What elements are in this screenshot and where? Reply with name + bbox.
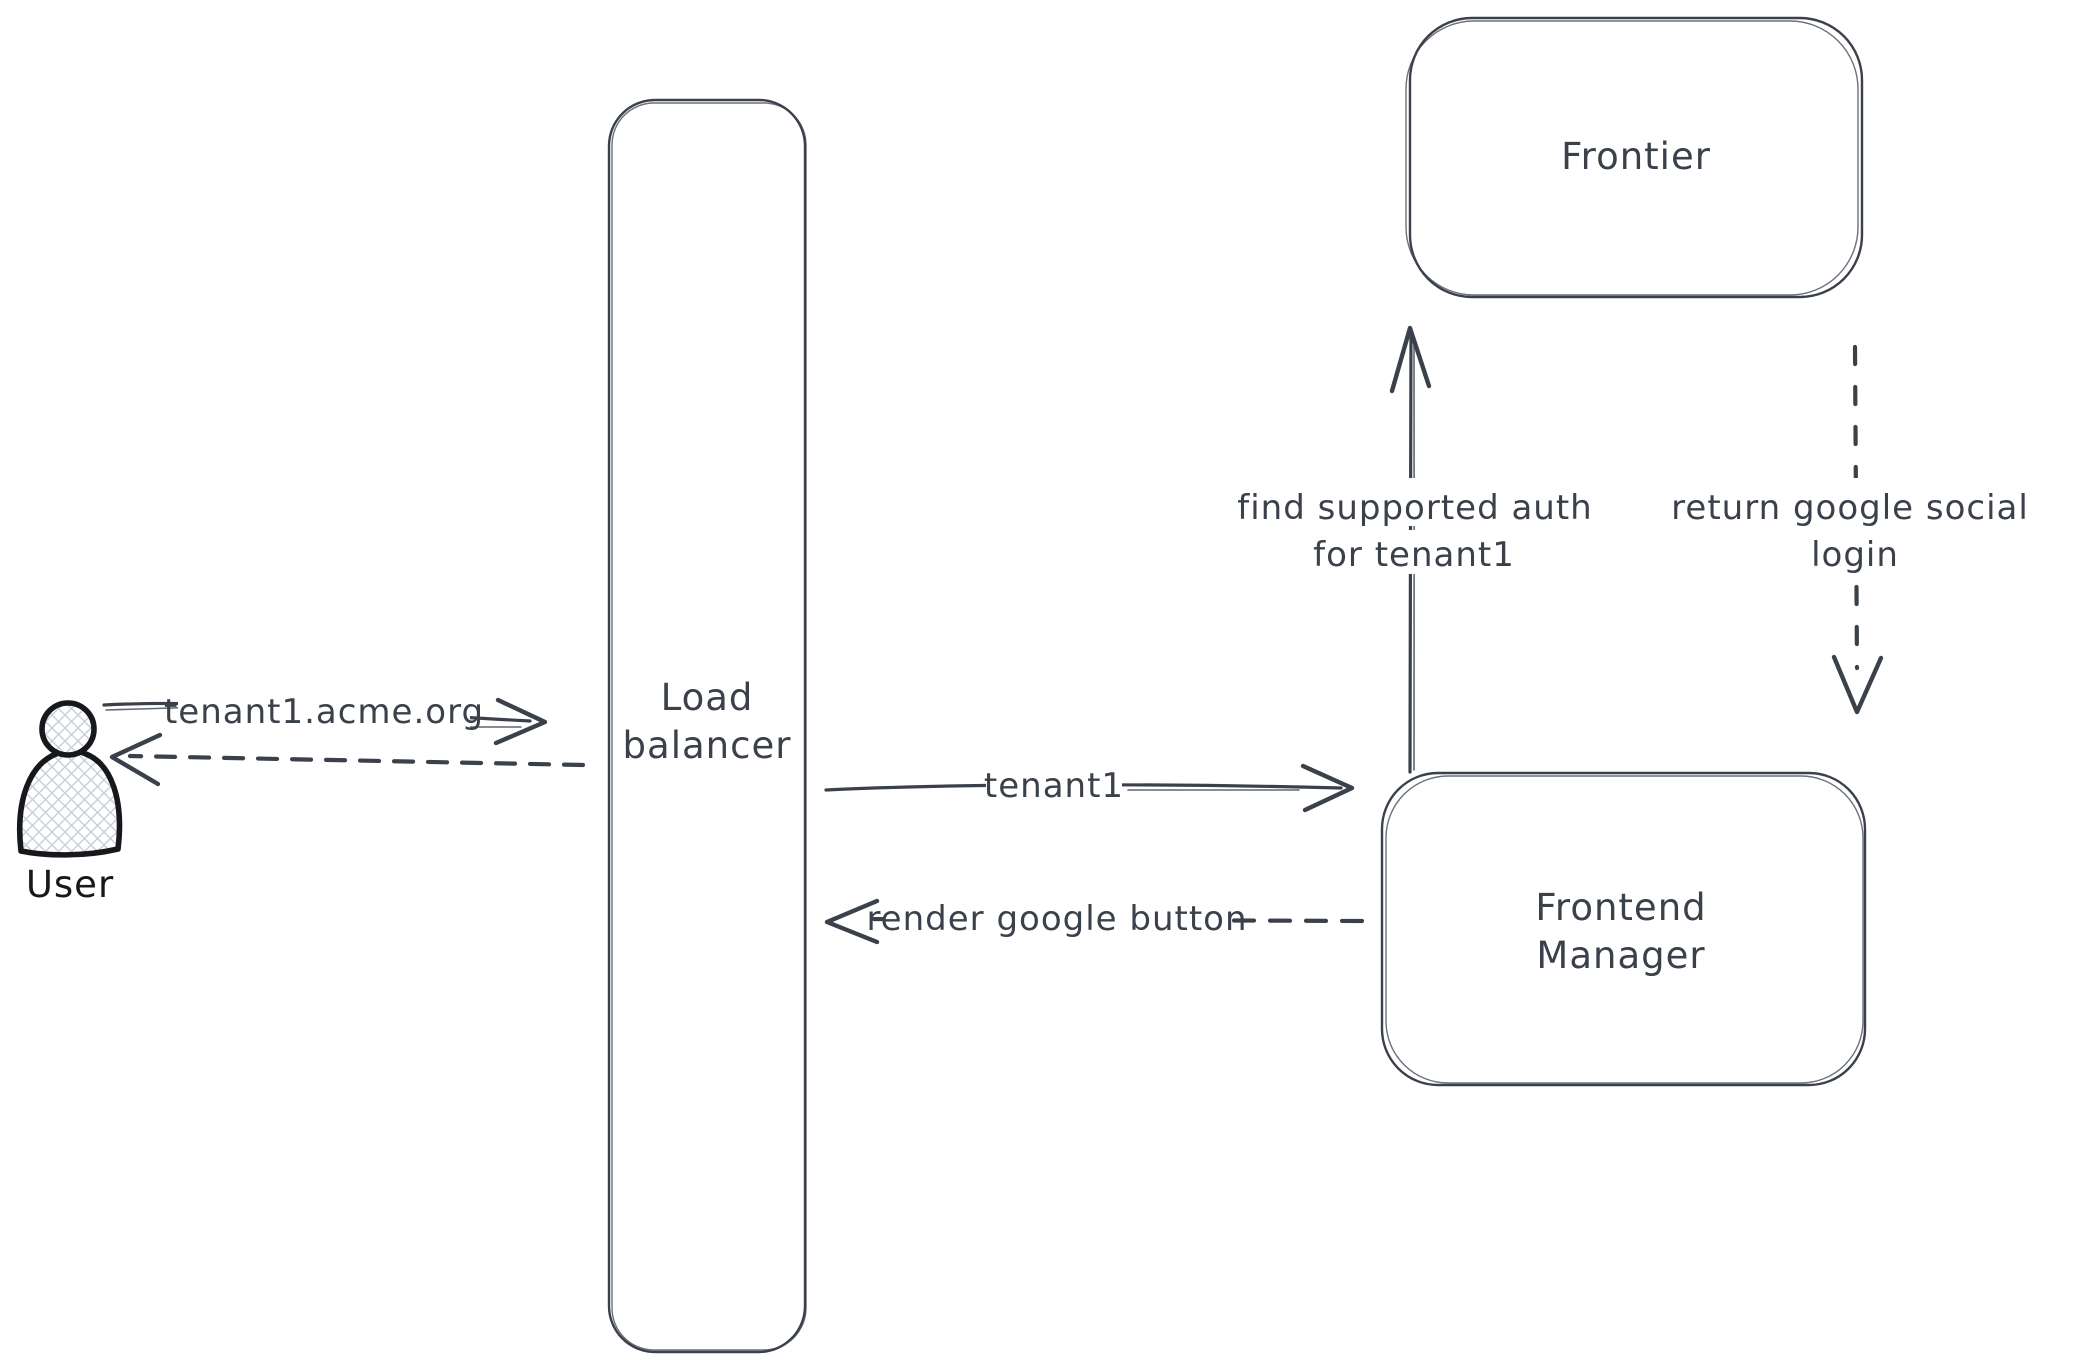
edge-label-bg xyxy=(884,886,1232,934)
user-label: User xyxy=(26,863,114,906)
edge-label-tenant1-acme-org: tenant1.acme.org xyxy=(164,692,484,732)
edge-label-find-supported-auth: find supported auth xyxy=(1237,488,1592,528)
load-balancer-box-overdraw xyxy=(611,102,807,1351)
node-user: User xyxy=(17,700,123,906)
arrowhead-down-icon xyxy=(1831,654,1884,715)
arrowhead-right-icon xyxy=(493,697,548,746)
load-balancer-box xyxy=(607,98,807,1354)
edge-frontend-manager-to-load-balancer: render google button xyxy=(824,886,1365,945)
edge-label-render-google-button: render google button xyxy=(866,899,1247,939)
edge-label-login: login xyxy=(1811,535,1899,575)
user-body xyxy=(17,748,123,858)
edge-label-return-google-social: return google social xyxy=(1671,488,2029,528)
edge-label-bg-line2 xyxy=(1298,530,1530,574)
frontend-manager-box xyxy=(1380,771,1867,1087)
arrowhead-left-icon xyxy=(109,732,163,787)
arrowhead-right-icon xyxy=(1300,763,1355,813)
edge-user-to-load-balancer: tenant1.acme.org xyxy=(102,686,548,746)
edge-label-bg-line2 xyxy=(1766,530,1946,574)
edge-label-for-tenant1: for tenant1 xyxy=(1313,535,1515,575)
edge-label-bg xyxy=(986,762,1122,804)
edge-label-bg-line1 xyxy=(1652,478,2048,526)
edge-load-balancer-to-frontend-manager: tenant1 xyxy=(824,762,1355,813)
edge-load-balancer-to-user xyxy=(109,732,586,787)
frontend-manager-label-line1: Frontend xyxy=(1535,886,1706,929)
arrowhead-up-icon xyxy=(1389,325,1432,394)
load-balancer-label-line2: balancer xyxy=(623,724,792,767)
frontend-manager-label-line2: Manager xyxy=(1536,934,1705,977)
node-frontend-manager: Frontend Manager xyxy=(1380,771,1867,1087)
node-load-balancer: Load balancer xyxy=(607,98,807,1354)
frontier-label: Frontier xyxy=(1561,135,1711,178)
edge-label-bg xyxy=(178,686,470,728)
user-head xyxy=(39,700,97,758)
frontier-box-overdraw xyxy=(1405,20,1859,296)
node-frontier: Frontier xyxy=(1405,16,1864,299)
frontier-box xyxy=(1408,16,1864,299)
edge-label-bg-line1 xyxy=(1216,478,1614,526)
user-icon xyxy=(17,700,123,858)
edge-frontend-manager-to-frontier: find supported auth for tenant1 xyxy=(1216,325,1614,774)
frontend-manager-box-overdraw xyxy=(1385,775,1864,1084)
edge-frontier-to-frontend-manager: return google social login xyxy=(1652,344,2048,715)
edge-dashed-line xyxy=(127,753,586,768)
arrowhead-left-icon xyxy=(824,898,880,945)
load-balancer-label-line1: Load xyxy=(661,676,754,719)
edge-label-tenant1: tenant1 xyxy=(984,766,1124,806)
